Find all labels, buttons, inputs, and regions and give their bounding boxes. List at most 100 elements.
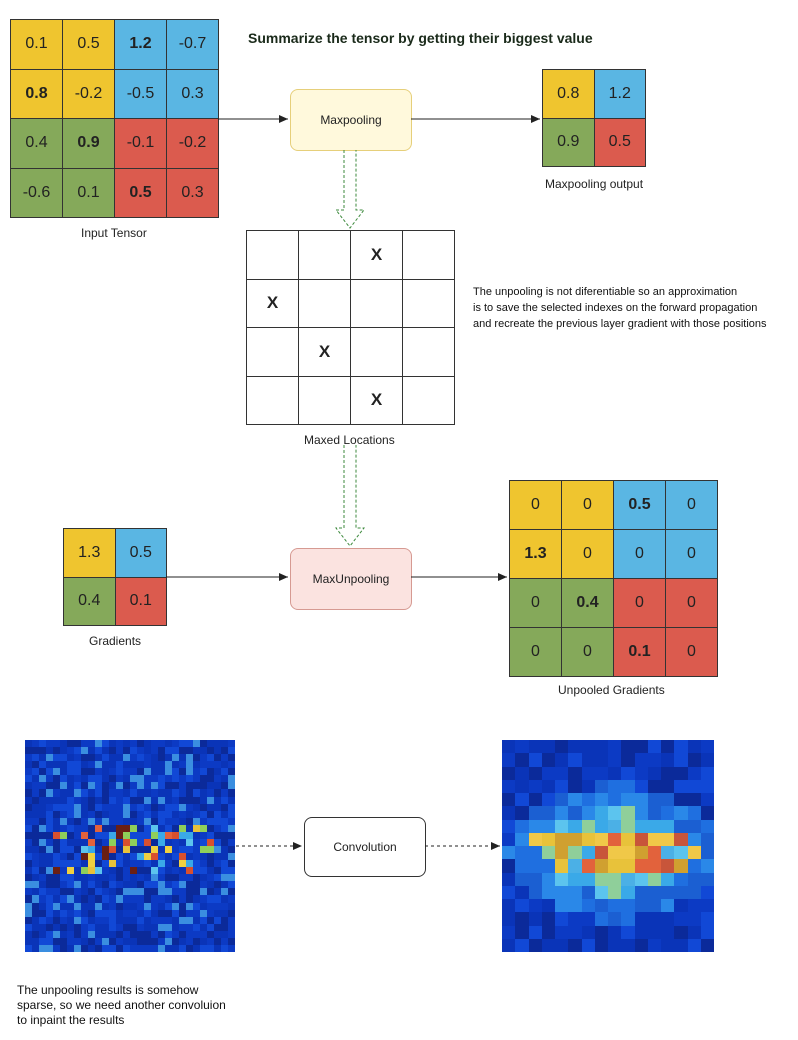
heatmap-pixel bbox=[88, 944, 95, 952]
heatmap-pixel bbox=[165, 888, 172, 896]
heatmap-pixel bbox=[151, 937, 158, 945]
heatmap-pixel bbox=[158, 845, 165, 854]
heatmap-pixel bbox=[60, 817, 67, 825]
heatmap-pixel bbox=[661, 899, 675, 913]
heatmap-pixel bbox=[165, 831, 172, 839]
heatmap-pixel bbox=[151, 838, 158, 846]
unpooling-note: The unpooling is not diferentiable so an… bbox=[473, 284, 767, 332]
heatmap-pixel bbox=[46, 796, 53, 804]
heatmap-pixel bbox=[137, 768, 144, 776]
heatmap-pixel bbox=[32, 845, 39, 854]
heatmap-pixel bbox=[200, 881, 207, 889]
heatmap-pixel bbox=[621, 766, 635, 780]
heatmap-pixel bbox=[541, 899, 555, 913]
heatmap-pixel bbox=[144, 768, 151, 776]
heatmap-pixel bbox=[130, 909, 137, 917]
heatmap-pixel bbox=[594, 779, 608, 793]
heatmap-pixel bbox=[39, 817, 46, 825]
heatmap-pixel bbox=[158, 747, 165, 755]
heatmap-pixel bbox=[179, 937, 186, 945]
heatmap-pixel bbox=[46, 845, 53, 854]
heatmap-pixel bbox=[109, 768, 116, 776]
heatmap-pixel bbox=[502, 872, 516, 886]
heatmap-pixel bbox=[46, 775, 53, 783]
heatmap-pixel bbox=[95, 761, 102, 769]
heatmap-pixel bbox=[172, 909, 179, 917]
heatmap-pixel bbox=[186, 895, 193, 903]
heatmap-pixel bbox=[200, 923, 207, 931]
heatmap-pixel bbox=[214, 824, 221, 832]
heatmap-pixel bbox=[172, 895, 179, 903]
heatmap-pixel bbox=[53, 761, 60, 769]
heatmap-pixel bbox=[60, 930, 67, 938]
heatmap-pixel bbox=[67, 747, 74, 755]
heatmap-pixel bbox=[39, 867, 46, 875]
heatmap-pixel bbox=[60, 740, 67, 748]
heatmap-pixel bbox=[137, 782, 144, 790]
heatmap-pixel bbox=[228, 761, 235, 769]
heatmap-pixel bbox=[179, 944, 186, 952]
heatmap-pixel bbox=[528, 832, 542, 846]
heatmap-pixel bbox=[634, 899, 648, 913]
unpooled-gradients-cell: 0 bbox=[510, 481, 561, 529]
heatmap-pixel bbox=[81, 796, 88, 804]
maxed-location-cell: X bbox=[351, 231, 402, 279]
heatmap-pixel bbox=[39, 930, 46, 938]
heatmap-pixel bbox=[568, 899, 582, 913]
heatmap-pixel bbox=[74, 860, 81, 868]
heatmap-pixel bbox=[179, 902, 186, 910]
heatmap-pixel bbox=[541, 832, 555, 846]
heatmap-pixel bbox=[541, 846, 555, 860]
heatmap-pixel bbox=[207, 902, 214, 910]
heatmap-pixel bbox=[661, 753, 675, 767]
heatmap-pixel bbox=[502, 753, 516, 767]
heatmap-pixel bbox=[158, 881, 165, 889]
heatmap-pixel bbox=[214, 768, 221, 776]
heatmap-pixel bbox=[172, 902, 179, 910]
heatmap-pixel bbox=[53, 944, 60, 952]
heatmap-pixel bbox=[151, 845, 158, 854]
heatmap-pixel bbox=[207, 881, 214, 889]
heatmap-pixel bbox=[88, 895, 95, 903]
heatmap-pixel bbox=[67, 895, 74, 903]
heatmap-pixel bbox=[130, 824, 137, 832]
heatmap-pixel bbox=[700, 885, 714, 899]
heatmap-pixel bbox=[186, 803, 193, 811]
heatmap-pixel bbox=[528, 872, 542, 886]
input-tensor-cell: 0.1 bbox=[63, 168, 114, 217]
heatmap-pixel bbox=[32, 909, 39, 917]
heatmap-pixel bbox=[137, 775, 144, 783]
heatmap-pixel bbox=[25, 923, 32, 931]
heatmap-pixel bbox=[687, 846, 701, 860]
heatmap-pixel bbox=[123, 831, 130, 839]
heatmap-pixel bbox=[81, 782, 88, 790]
heatmap-pixel bbox=[144, 944, 151, 952]
convolution-box: Convolution bbox=[304, 817, 426, 877]
heatmap-pixel bbox=[674, 912, 688, 926]
heatmap-pixel bbox=[60, 895, 67, 903]
heatmap-pixel bbox=[502, 938, 516, 952]
heatmap-pixel bbox=[228, 803, 235, 811]
heatmap-pixel bbox=[687, 766, 701, 780]
heatmap-pixel bbox=[172, 761, 179, 769]
heatmap-pixel bbox=[581, 779, 595, 793]
heatmap-pixel bbox=[214, 817, 221, 825]
heatmap-pixel bbox=[214, 761, 221, 769]
heatmap-pixel bbox=[214, 796, 221, 804]
heatmap-pixel bbox=[109, 796, 116, 804]
heatmap-pixel bbox=[207, 916, 214, 924]
heatmap-pixel bbox=[700, 819, 714, 833]
heatmap-pixel bbox=[165, 810, 172, 818]
heatmap-pixel bbox=[53, 803, 60, 811]
heatmap-pixel bbox=[88, 810, 95, 818]
heatmap-pixel bbox=[137, 860, 144, 868]
heatmap-pixel bbox=[555, 832, 569, 846]
heatmap-pixel bbox=[221, 853, 228, 861]
heatmap-pixel bbox=[130, 789, 137, 797]
heatmap-pixel bbox=[67, 902, 74, 910]
heatmap-pixel bbox=[647, 925, 661, 939]
heatmap-pixel bbox=[179, 895, 186, 903]
heatmap-pixel bbox=[541, 793, 555, 807]
heatmap-pixel bbox=[137, 789, 144, 797]
